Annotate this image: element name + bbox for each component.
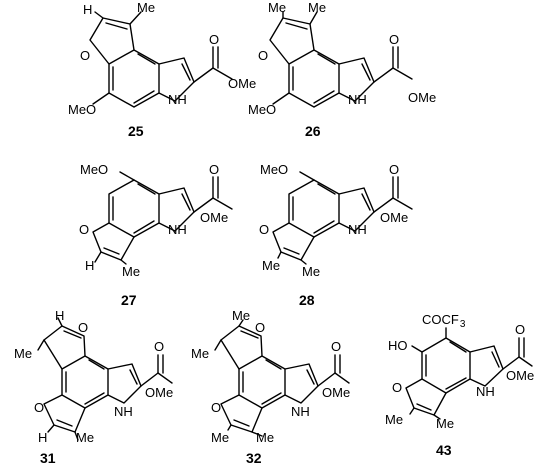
label-ome: OMe (408, 90, 436, 105)
compound-43: COCF3 HO O Me Me NH O OMe 43 (385, 312, 534, 458)
compound-number: 26 (305, 123, 321, 139)
label-meo: MeO (260, 162, 288, 177)
label-ome: OMe (380, 210, 408, 225)
label-nh: NH (348, 92, 367, 107)
label-o-carbonyl: O (209, 162, 219, 177)
label-me: Me (191, 346, 209, 361)
compound-number: 32 (246, 450, 262, 466)
label-me: Me (385, 412, 403, 427)
label-meo: MeO (68, 102, 96, 117)
label-acyl: COCF3 (422, 312, 466, 330)
compound-number: 28 (299, 292, 315, 308)
label-o-furan: O (255, 320, 265, 335)
label-o-furan: O (78, 320, 88, 335)
compound-number: 25 (128, 123, 144, 139)
label-o-furan: O (392, 380, 402, 395)
label-ome: OMe (322, 385, 350, 400)
label-o-furan: O (211, 400, 221, 415)
label-me: Me (268, 0, 286, 15)
label-ome: OMe (200, 210, 228, 225)
label-o-carbonyl: O (389, 162, 399, 177)
label-me: Me (211, 430, 229, 445)
label-me: Me (122, 264, 140, 279)
label-me: Me (137, 0, 155, 15)
label-me: Me (308, 0, 326, 15)
label-o-furan: O (80, 48, 90, 63)
compound-25: H Me O MeO NH O OMe 25 (68, 0, 256, 139)
label-nh: NH (291, 404, 310, 419)
label-me: Me (14, 346, 32, 361)
label-o-carbonyl: O (209, 32, 219, 47)
label-me: Me (436, 416, 454, 431)
label-o-carbonyl: O (154, 339, 164, 354)
label-me: Me (232, 308, 250, 323)
label-meo: MeO (80, 162, 108, 177)
label-o-furan: O (34, 400, 44, 415)
compound-28: MeO O Me Me NH O OMe 28 (259, 162, 413, 308)
label-o-carbonyl: O (331, 339, 341, 354)
label-nh: NH (348, 222, 367, 237)
label-h: H (83, 2, 92, 17)
label-o-carbonyl: O (389, 32, 399, 47)
compound-number: 27 (121, 292, 137, 308)
label-nh: NH (114, 404, 133, 419)
label-me: Me (302, 264, 320, 279)
label-h: H (85, 258, 94, 273)
compound-31: H Me O O H Me NH O OMe 31 (14, 308, 173, 466)
label-ome: OMe (228, 76, 256, 91)
label-me: Me (76, 430, 94, 445)
label-h: H (55, 308, 64, 323)
label-o-furan: O (258, 48, 268, 63)
compound-number: 43 (436, 442, 452, 458)
label-nh: NH (168, 222, 187, 237)
compound-32: Me Me O O Me Me NH O OMe 32 (191, 308, 350, 466)
label-o-furan: O (259, 222, 269, 237)
compound-number: 31 (40, 450, 56, 466)
label-h: H (38, 430, 47, 445)
label-o-carbonyl: O (515, 322, 525, 337)
label-meo: MeO (248, 102, 276, 117)
label-ome: OMe (506, 368, 534, 383)
label-me: Me (262, 258, 280, 273)
label-nh: NH (476, 384, 495, 399)
label-nh: NH (168, 92, 187, 107)
label-o-furan: O (79, 222, 89, 237)
label-me: Me (256, 430, 274, 445)
compound-26: Me Me O MeO NH O OMe 26 (248, 0, 436, 139)
label-ho: HO (388, 338, 408, 353)
compound-27: MeO O H Me NH O OMe 27 (79, 162, 233, 308)
label-ome: OMe (145, 385, 173, 400)
